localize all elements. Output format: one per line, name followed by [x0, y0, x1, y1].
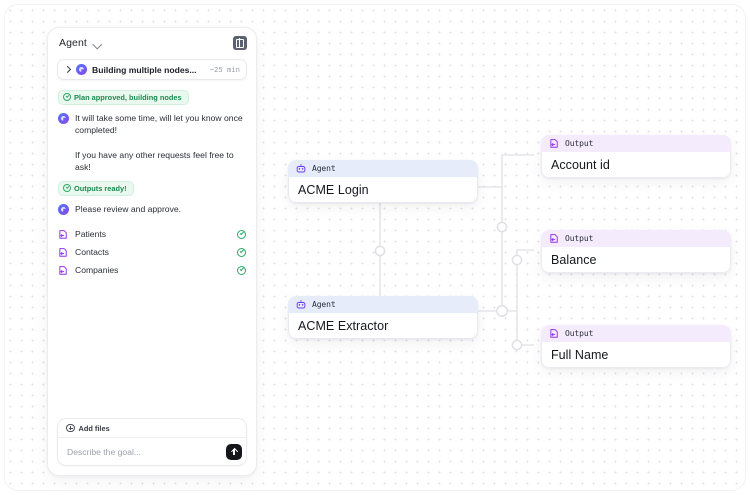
output-file-list: Patients Contacts Compan	[58, 225, 246, 279]
chevron-right-icon[interactable]	[63, 65, 72, 74]
node-title: Account id	[551, 157, 610, 172]
agent-avatar-icon	[58, 203, 69, 215]
panel-layout-glyph	[236, 38, 244, 48]
node-output-account-id[interactable]: Output Account id	[541, 135, 731, 178]
message-paragraph: It will take some time, will let you kno…	[75, 112, 243, 136]
output-doc-icon	[59, 247, 67, 257]
agent-avatar-icon	[58, 112, 69, 124]
node-body: Balance	[541, 247, 731, 273]
node-type-label: Output	[565, 234, 594, 243]
panel-layout-icon[interactable]	[233, 36, 247, 50]
output-doc-icon	[59, 265, 67, 275]
list-item-label: Patients	[75, 229, 107, 239]
composer-input-row	[58, 438, 246, 465]
node-acme-extractor[interactable]: Agent ACME Extractor	[288, 296, 478, 339]
node-type-label: Output	[565, 139, 594, 148]
node-type-label: Output	[565, 329, 594, 338]
node-title: Full Name	[551, 347, 609, 362]
list-item[interactable]: Companies	[58, 261, 246, 279]
node-body: ACME Login	[288, 177, 478, 203]
agent-avatar-icon	[76, 64, 87, 75]
node-header: Agent	[288, 160, 478, 177]
output-doc-icon	[550, 139, 558, 148]
robot-icon	[296, 164, 306, 173]
add-files-button[interactable]: Add files	[58, 419, 246, 438]
edge-login-to-accountid	[475, 154, 534, 188]
node-output-balance[interactable]: Output Balance	[541, 230, 731, 273]
node-type-label: Agent	[312, 300, 336, 309]
task-row[interactable]: Building multiple nodes... ~25 min	[57, 59, 247, 80]
message-paragraph: If you have any other requests feel free…	[75, 149, 234, 173]
node-header: Agent	[288, 296, 478, 313]
check-circle-icon	[63, 93, 71, 101]
edge-junction-3	[511, 254, 523, 266]
check-circle-icon[interactable]	[237, 247, 246, 257]
chat-panel: Agent Building multiple nodes... ~25 min…	[47, 27, 257, 476]
node-output-full-name[interactable]: Output Full Name	[541, 325, 731, 368]
robot-icon	[296, 300, 306, 309]
node-title: ACME Extractor	[298, 318, 389, 333]
node-header: Output	[541, 135, 731, 152]
output-doc-icon	[59, 229, 67, 239]
list-item-label: Companies	[75, 265, 119, 275]
node-header: Output	[541, 325, 731, 342]
status-badge-plan-approved: Plan approved, building nodes	[58, 89, 189, 105]
goal-input[interactable]	[67, 446, 226, 457]
page-title: Agent	[59, 37, 87, 49]
arrow-up-icon	[231, 448, 238, 456]
check-circle-icon[interactable]	[237, 229, 246, 239]
add-files-label: Add files	[78, 423, 110, 433]
node-acme-login[interactable]: Agent ACME Login	[288, 160, 478, 203]
check-circle-icon	[63, 184, 71, 192]
agent-message-text: It will take some time, will let you kno…	[75, 112, 246, 174]
status-badge-label: Plan approved, building nodes	[74, 92, 182, 102]
edge-junction-4	[496, 305, 508, 317]
list-item-label: Contacts	[75, 247, 109, 257]
chevron-down-icon[interactable]	[92, 37, 104, 49]
composer: Add files	[57, 418, 247, 466]
edge-to-balance	[516, 249, 534, 260]
message-paragraph: Please review and approve.	[75, 203, 182, 214]
status-badge-outputs-ready: Outputs ready!	[58, 180, 134, 196]
list-item[interactable]: Patients	[58, 225, 246, 243]
agent-message-building: It will take some time, will let you kno…	[58, 112, 246, 174]
output-doc-icon	[550, 329, 558, 338]
node-title: ACME Login	[298, 182, 369, 197]
edge-junction-2	[496, 221, 508, 233]
output-doc-icon	[550, 234, 558, 243]
node-body: ACME Extractor	[288, 313, 478, 339]
chat-panel-header: Agent	[48, 28, 256, 58]
status-badge-label: Outputs ready!	[74, 183, 127, 193]
list-item[interactable]: Contacts	[58, 243, 246, 261]
chat-message-list: Plan approved, building nodes It will ta…	[48, 80, 256, 418]
check-circle-icon[interactable]	[237, 265, 246, 275]
node-body: Account id	[541, 152, 731, 178]
send-button[interactable]	[226, 443, 242, 460]
node-type-label: Agent	[312, 164, 336, 173]
flow-canvas: Agent ACME Login Agent ACME Extractor	[5, 5, 745, 490]
agent-message-review: Please review and approve.	[58, 203, 246, 216]
task-duration: ~25 min	[209, 65, 240, 74]
edge-junction-5	[511, 339, 523, 351]
node-title: Balance	[551, 252, 597, 267]
edge-junction-1	[374, 245, 386, 257]
agent-message-text: Please review and approve.	[75, 203, 181, 216]
plus-circle-icon	[66, 423, 75, 433]
app-window: Agent ACME Login Agent ACME Extractor	[4, 4, 746, 491]
node-header: Output	[541, 230, 731, 247]
task-label: Building multiple nodes...	[92, 64, 197, 75]
node-body: Full Name	[541, 342, 731, 368]
